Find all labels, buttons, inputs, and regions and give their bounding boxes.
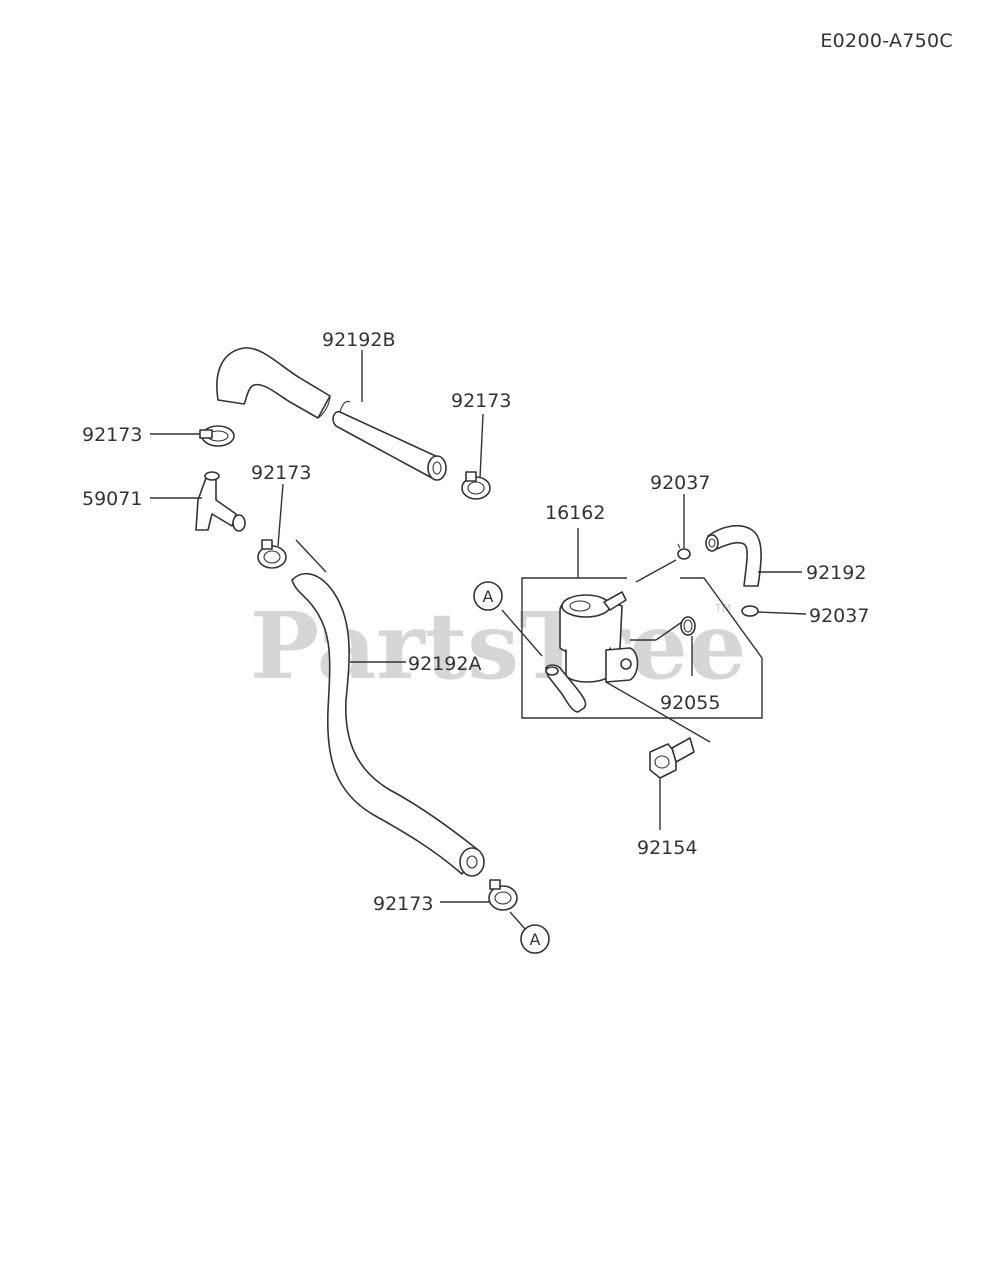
part-labels: 92192B 92173 92173 92173 59071 92192A 16… bbox=[82, 329, 869, 915]
label-92192[interactable]: 92192 bbox=[806, 562, 866, 584]
joint-59071[interactable] bbox=[195, 471, 246, 532]
bolt-92154[interactable] bbox=[649, 737, 695, 779]
callout-a-top: A bbox=[473, 581, 503, 611]
clamp-92173-top-right[interactable] bbox=[461, 471, 491, 500]
label-92192A[interactable]: 92192A bbox=[408, 653, 481, 675]
label-92173-mid-left[interactable]: 92173 bbox=[251, 462, 311, 484]
regulator-16162[interactable] bbox=[545, 591, 639, 713]
label-59071[interactable]: 59071 bbox=[82, 488, 142, 510]
label-92173-top-left[interactable]: 92173 bbox=[82, 424, 142, 446]
label-16162[interactable]: 16162 bbox=[545, 502, 605, 524]
watermark-tm: TM bbox=[714, 602, 731, 615]
clamp-92173-top-left[interactable] bbox=[199, 425, 235, 447]
hose-92192A[interactable] bbox=[291, 572, 485, 877]
svg-text:A: A bbox=[483, 587, 494, 606]
clamp-92173-bottom[interactable] bbox=[488, 879, 518, 911]
label-92037-top[interactable]: 92037 bbox=[650, 472, 710, 494]
label-92173-top-right[interactable]: 92173 bbox=[451, 390, 511, 412]
label-92173-bottom[interactable]: 92173 bbox=[373, 893, 433, 915]
diagram-code: E0200-A750C bbox=[820, 30, 953, 52]
label-92037-side[interactable]: 92037 bbox=[809, 605, 869, 627]
hose-92192B[interactable] bbox=[216, 347, 447, 481]
callout-a-bottom: A bbox=[520, 924, 550, 954]
clamp-92173-mid-left[interactable] bbox=[257, 539, 287, 569]
clip-92037-side[interactable] bbox=[741, 605, 759, 617]
label-92154[interactable]: 92154 bbox=[637, 837, 697, 859]
hose-92192[interactable] bbox=[705, 524, 762, 587]
svg-text:A: A bbox=[530, 930, 541, 949]
label-92055[interactable]: 92055 bbox=[660, 692, 720, 714]
label-92192B[interactable]: 92192B bbox=[322, 329, 395, 351]
regulator-bracket bbox=[521, 577, 763, 719]
leader-lines bbox=[150, 350, 807, 931]
oring-92055[interactable] bbox=[680, 616, 696, 636]
clip-92037-top[interactable] bbox=[677, 543, 691, 560]
